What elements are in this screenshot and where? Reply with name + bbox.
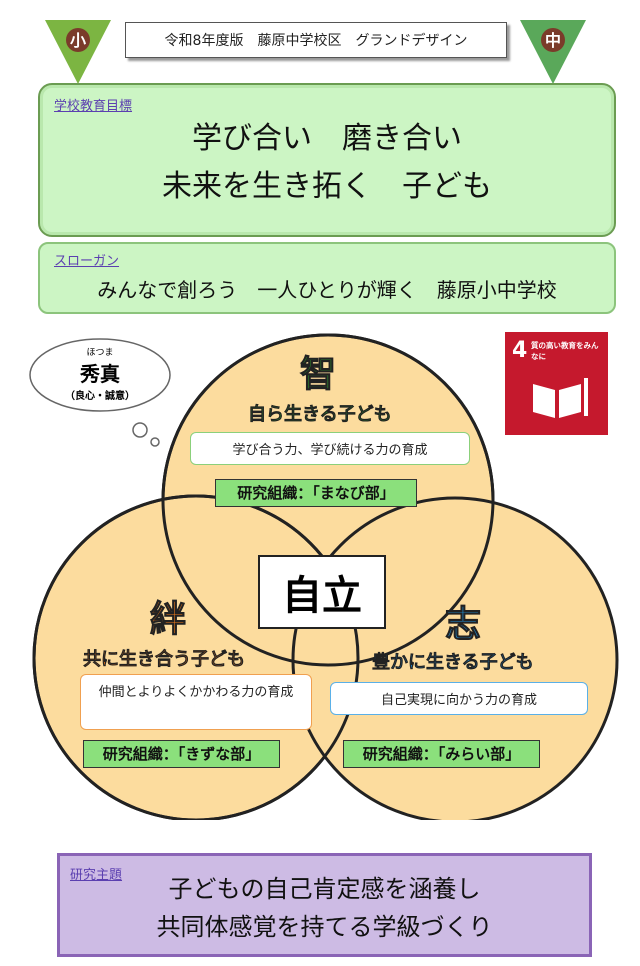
- book-pencil-icon: [533, 378, 588, 418]
- ability-kizuna: 仲間とよりよくかかわる力の育成: [80, 674, 312, 730]
- kanji-kizuna: 絆: [149, 599, 187, 641]
- ability-kokorozashi: 自己実現に向かう力の育成: [330, 682, 588, 715]
- theme-line-2: 共同体感覚を持てる学級づくり: [156, 913, 493, 941]
- elementary-school-logo: 小: [45, 20, 111, 84]
- sdg-number: 4: [512, 338, 528, 363]
- school-goal-box: 学校教育目標 学び合い 磨き合い未来を生き拓く 子ども: [38, 83, 616, 237]
- cloud-ruby: ほつま: [86, 348, 114, 358]
- cloud-text: ほつま 秀真 （良心・誠意）: [45, 345, 155, 402]
- subtitle-chi: 自ら生きる子ども: [248, 404, 392, 426]
- subtitle-kizuna: 共に生き合う子ども: [83, 649, 246, 671]
- subtitle-kokorozashi: 豊かに生きる子ども: [372, 652, 534, 674]
- sdg-text: 質の高い教育をみんなに: [531, 341, 599, 361]
- thought-cloud: [29, 338, 171, 447]
- junior-high-school-logo: 中: [520, 20, 586, 84]
- center-jiritsu: 自立: [258, 555, 386, 629]
- org-manabi: 研究組織：「まなび部」: [215, 479, 417, 507]
- cloud-title: 秀真: [80, 362, 120, 386]
- goal-line-2: 未来を生き拓く 子ども: [162, 169, 492, 204]
- theme-line-1: 子どもの自己肯定感を涵養し: [168, 875, 481, 903]
- cloud-sub: （良心・誠意）: [65, 391, 135, 402]
- page-title: 令和8年度版 藤原中学校区 グランドデザイン: [125, 22, 507, 58]
- org-kizuna: 研究組織：「きずな部」: [83, 740, 280, 768]
- svg-text:中: 中: [545, 31, 561, 50]
- theme-label: 研究主題: [70, 868, 123, 883]
- slogan-box: スローガン みんなで創ろう 一人ひとりが輝く 藤原小中学校: [38, 242, 616, 314]
- research-theme-box: 研究主題 子どもの自己肯定感を涵養し共同体感覚を持てる学級づくり: [57, 853, 592, 957]
- svg-text:小: 小: [70, 31, 86, 50]
- org-mirai: 研究組織：「みらい部」: [343, 740, 540, 768]
- sdg4-badge: 4 質の高い教育をみんなに: [505, 332, 608, 435]
- slogan-text: みんなで創ろう 一人ひとりが輝く 藤原小中学校: [97, 278, 557, 302]
- kanji-chi: 智: [299, 354, 337, 396]
- goal-line-1: 学び合い 磨き合い: [192, 121, 462, 156]
- slogan-label: スローガン: [54, 254, 120, 269]
- ability-chi: 学び合う力、学び続ける力の育成: [190, 432, 470, 465]
- goal-label: 学校教育目標: [54, 99, 133, 114]
- kanji-kokorozashi: 志: [444, 604, 482, 646]
